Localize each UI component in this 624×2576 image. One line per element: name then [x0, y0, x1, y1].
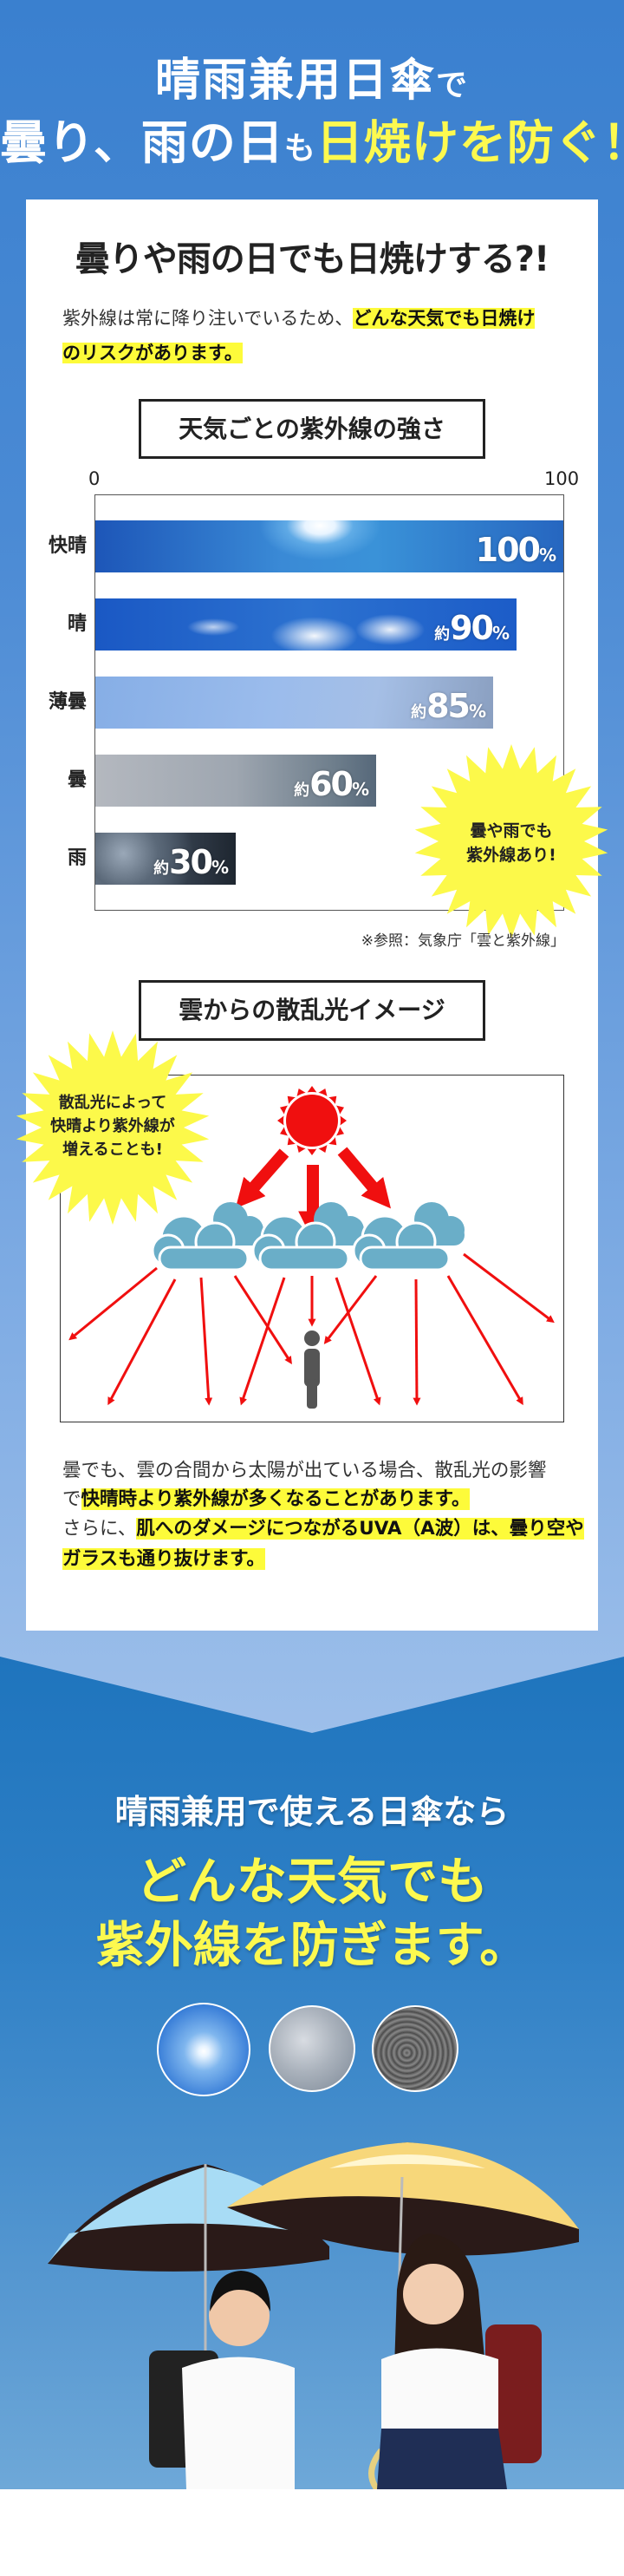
- children-umbrella-photo: [48, 2142, 579, 2489]
- x-tick-label: 100: [544, 468, 580, 489]
- bar-kaisei: 100%: [95, 520, 563, 572]
- girl: [377, 2233, 542, 2489]
- bar-value-label: 約90%: [434, 609, 510, 647]
- intro-line2: のリスクがあります。: [62, 336, 243, 370]
- diagram-frame: [60, 1075, 564, 1422]
- sun-icon: [277, 1086, 347, 1155]
- starburst-callout-diagram: [16, 1030, 210, 1225]
- intro-text: 紫外線は常に降り注いでいるため、: [62, 308, 354, 329]
- intro-highlight: どんな天気でも日焼け: [353, 308, 536, 329]
- bar-hare: 約90%: [95, 598, 517, 651]
- intro-line1: 紫外線は常に降り注いでいるため、どんな天気でも日焼け: [62, 301, 536, 336]
- diagram-title: 雲からの散乱光イメージ: [139, 980, 485, 1041]
- explanation-line3: さらに、肌へのダメージにつながるUVA（A波）は、曇り空や: [62, 1518, 584, 1540]
- promo-line2: どんな天気でも: [135, 1852, 488, 1911]
- starburst-shape: [414, 744, 608, 938]
- headline-suffix: で: [436, 68, 470, 103]
- category-label: 曇: [67, 769, 87, 791]
- diagram-callout-text: 散乱光によって 快晴より紫外線が 増えることも!: [50, 1094, 175, 1159]
- chart-title: 天気ごとの紫外線の強さ: [139, 399, 485, 459]
- person-icon: [304, 1330, 320, 1409]
- chart-callout-text: 曇や雨でも 紫外線あり!: [466, 821, 556, 865]
- intro-highlight: のリスクがあります。: [62, 343, 243, 363]
- explanation-line4: ガラスも通り抜けます。: [62, 1548, 265, 1570]
- promo-line3: 紫外線を防ぎます。: [95, 1918, 529, 1974]
- bar-value-label: 約60%: [294, 765, 369, 803]
- explanation-line1: 曇でも、雲の合間から太陽が出ている場合、散乱光の影響: [62, 1460, 547, 1481]
- chart-plot-area: [94, 494, 564, 911]
- bar-value-label: 100%: [475, 531, 556, 569]
- rainy-weather-icon: [372, 2005, 458, 2092]
- source-note: ※参照：気象庁「雲と紫外線」: [361, 932, 565, 950]
- headline-particle: も: [283, 131, 316, 167]
- category-label: 雨: [67, 847, 87, 869]
- starburst-shape: [16, 1030, 210, 1225]
- headline-main: 晴雨兼用日傘: [154, 55, 436, 107]
- cloudy-weather-icon: [269, 2005, 355, 2092]
- headline-white: 曇り、雨の日: [0, 115, 284, 170]
- headline-line1: 晴雨兼用日傘で: [0, 43, 624, 108]
- sunlight-arrows: [235, 1147, 391, 1241]
- category-label: 薄曇: [48, 691, 87, 713]
- x-tick-label: 0: [88, 468, 101, 489]
- scatter-light-diagram: [68, 1086, 555, 1409]
- boy: [149, 2271, 295, 2489]
- category-label: 快晴: [48, 535, 87, 557]
- headline-line2: 曇り、雨の日も日焼けを防ぐ！: [0, 104, 624, 173]
- scattered-light-arrows: [68, 1252, 555, 1406]
- bar-value-label: 約30%: [153, 843, 229, 881]
- explanation-line2: で快晴時より紫外線が多くなることがあります。: [62, 1488, 471, 1510]
- card-title: 曇りや雨の日でも日焼けする?!: [75, 239, 549, 279]
- category-label: 晴: [67, 613, 87, 635]
- bar-ame: 約30%: [95, 833, 236, 885]
- yellow-umbrella: [227, 2142, 579, 2489]
- bar-value-label: 約85%: [411, 687, 486, 725]
- sunny-weather-icon: [157, 2003, 250, 2096]
- bar-usugumori: 約85%: [95, 677, 493, 729]
- starburst-callout-chart: [414, 744, 608, 938]
- promo-line1: 晴雨兼用で使える日傘なら: [114, 1793, 510, 1831]
- bar-kumori: 約60%: [95, 755, 376, 807]
- headline-yellow: 日焼けを防ぐ！: [315, 115, 624, 170]
